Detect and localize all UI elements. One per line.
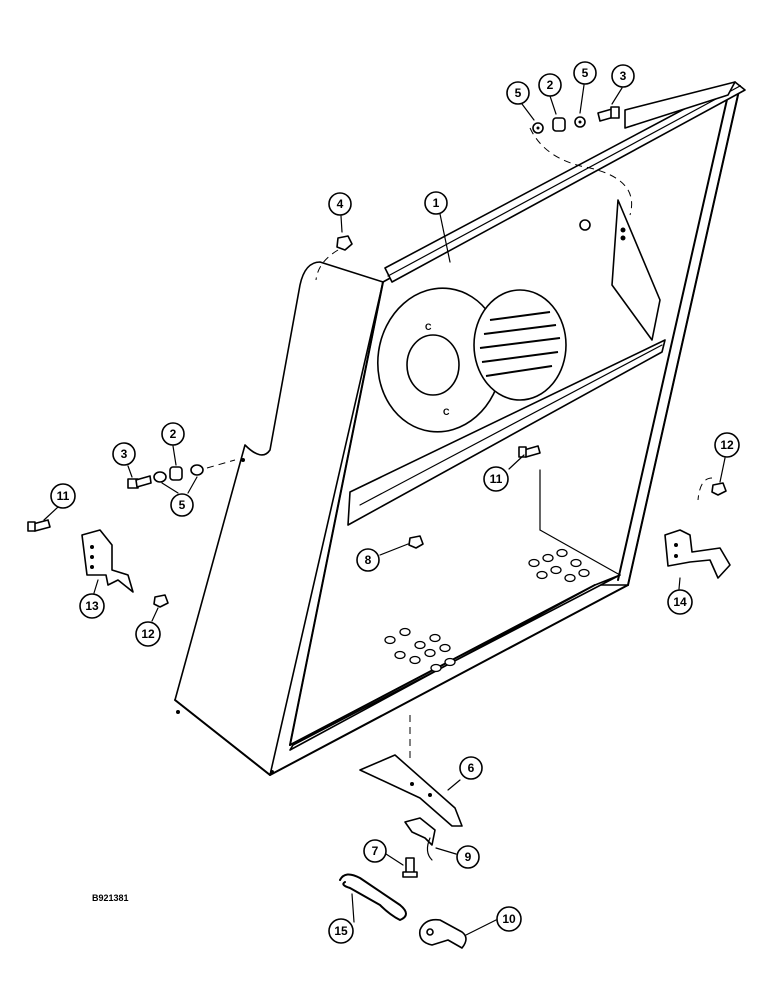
- nut-item-12-right: [697, 477, 727, 501]
- svg-text:3: 3: [620, 69, 627, 83]
- callout-3-top: 3: [611, 64, 635, 88]
- svg-text:C: C: [425, 322, 432, 332]
- figure-id: B921381: [92, 893, 129, 903]
- svg-text:8: 8: [365, 553, 372, 567]
- callout-9: 9: [456, 845, 480, 869]
- callout-7: 7: [363, 839, 387, 863]
- svg-text:C: C: [443, 407, 450, 417]
- left-hardware-group: [127, 459, 236, 489]
- pin-item-15: [339, 873, 407, 921]
- svg-text:15: 15: [334, 924, 348, 938]
- svg-text:2: 2: [170, 427, 177, 441]
- callout-2-left: 2: [161, 422, 185, 446]
- bolt-item-11-left: [27, 519, 51, 532]
- knob-item-10: [418, 918, 467, 949]
- svg-text:5: 5: [515, 86, 522, 100]
- svg-text:11: 11: [490, 472, 503, 486]
- callout-11-center: 11: [483, 466, 509, 492]
- callout-2-top: 2: [538, 73, 562, 97]
- svg-text:5: 5: [582, 66, 589, 80]
- svg-text:13: 13: [85, 599, 99, 613]
- bracket-item-14: [664, 529, 731, 579]
- svg-text:12: 12: [141, 627, 155, 641]
- svg-text:5: 5: [179, 498, 186, 512]
- svg-text:7: 7: [372, 844, 379, 858]
- callout-12-left: 12: [135, 621, 161, 647]
- callout-6: 6: [459, 756, 483, 780]
- callout-11-left: 11: [50, 483, 76, 509]
- screw-item-7: [402, 857, 418, 878]
- callout-5-top-right: 5: [573, 61, 597, 85]
- svg-text:1: 1: [433, 196, 440, 210]
- leader-lines: [43, 84, 726, 936]
- svg-text:2: 2: [547, 78, 554, 92]
- callout-10: 10: [496, 906, 522, 932]
- housing-panel: C C: [174, 81, 746, 776]
- callout-15: 15: [328, 918, 354, 944]
- nut-item-12-left: [153, 594, 169, 608]
- callout-4: 4: [328, 192, 352, 216]
- clip-item-9: [404, 817, 436, 861]
- svg-text:6: 6: [468, 761, 475, 775]
- callout-3-left: 3: [112, 442, 136, 466]
- callout-12-right: 12: [714, 432, 740, 458]
- callout-1: 1: [424, 191, 448, 215]
- top-hardware-group: [529, 106, 632, 216]
- svg-text:3: 3: [121, 447, 128, 461]
- callout-5-left: 5: [170, 493, 194, 517]
- callout-13: 13: [79, 593, 105, 619]
- nut-item-4: [315, 235, 353, 281]
- svg-text:4: 4: [337, 197, 344, 211]
- svg-text:11: 11: [57, 489, 70, 503]
- svg-text:14: 14: [673, 595, 687, 609]
- svg-text:12: 12: [720, 438, 734, 452]
- callout-5-top-left: 5: [506, 81, 530, 105]
- nut-item-8: [408, 535, 424, 549]
- callout-14: 14: [667, 589, 693, 615]
- svg-text:10: 10: [502, 912, 516, 926]
- bracket-item-13: [81, 529, 134, 593]
- callout-8: 8: [356, 548, 380, 572]
- bracket-item-6: [359, 715, 463, 827]
- svg-text:9: 9: [465, 850, 472, 864]
